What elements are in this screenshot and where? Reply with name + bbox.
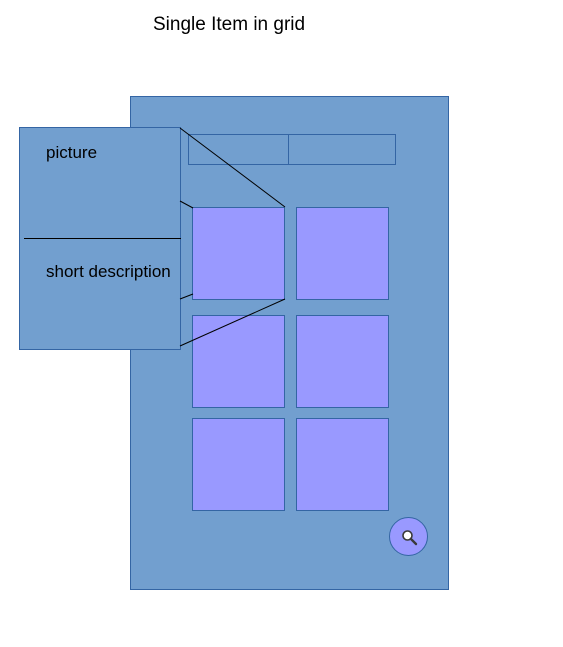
grid-item[interactable]: [192, 207, 285, 300]
grid-item[interactable]: [296, 315, 389, 408]
tab-1[interactable]: [188, 134, 289, 165]
tab-2[interactable]: [288, 134, 396, 165]
item-detail-callout: picture short description: [19, 127, 181, 350]
grid-item[interactable]: [296, 207, 389, 300]
grid-item[interactable]: [192, 418, 285, 511]
short-description-label: short description: [46, 262, 171, 281]
diagram-title: Single Item in grid: [153, 14, 306, 35]
picture-label: picture: [46, 143, 98, 162]
callout-divider: [24, 238, 181, 239]
grid-item[interactable]: [296, 418, 389, 511]
search-icon: [402, 530, 418, 546]
search-button[interactable]: [389, 517, 428, 556]
grid-item[interactable]: [192, 315, 285, 408]
